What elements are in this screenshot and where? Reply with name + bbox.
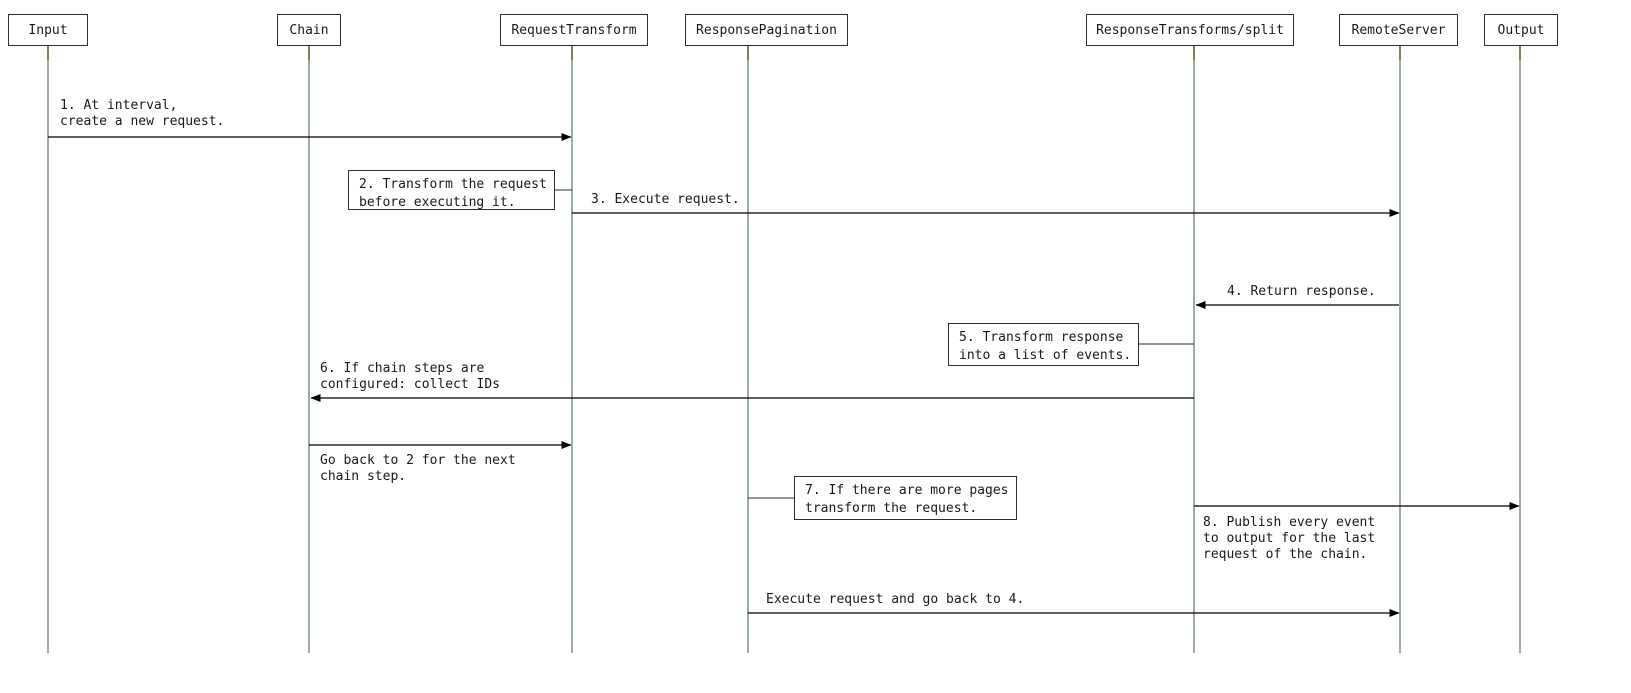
message-label-m4: 4. Return response. (1227, 284, 1376, 299)
message-label-m_bottom: Execute request and go back to 4. (766, 592, 1025, 607)
message-label-m6: 6. If chain steps are configured: collec… (320, 361, 501, 392)
participant-remote[interactable]: RemoteServer (1339, 14, 1458, 46)
participant-label: Output (1497, 22, 1545, 38)
message-label-m_goback: Go back to 2 for the next chain step. (320, 453, 516, 484)
note-connectors-group (555, 189, 1194, 499)
participant-reqxform[interactable]: RequestTransform (500, 14, 648, 46)
participant-label: RemoteServer (1351, 22, 1446, 38)
participant-label: ResponseTransforms/split (1096, 22, 1284, 38)
participant-label: Chain (289, 22, 329, 38)
participant-label: Input (28, 22, 68, 38)
participant-label: RequestTransform (511, 22, 637, 38)
participant-label: ResponsePagination (696, 22, 837, 38)
lifelines-group (47, 46, 1521, 653)
participant-input[interactable]: Input (8, 14, 88, 46)
message-label-m1: 1. At interval, create a new request. (60, 98, 225, 129)
message-arrows-group (48, 133, 1520, 617)
note-n7[interactable]: 7. If there are more pages transform the… (794, 476, 1017, 520)
message-label-m8: 8. Publish every event to output for the… (1203, 515, 1376, 562)
note-n5[interactable]: 5. Transform response into a list of eve… (948, 323, 1139, 366)
note-n2[interactable]: 2. Transform the request before executin… (348, 170, 555, 210)
participant-chain[interactable]: Chain (277, 14, 341, 46)
message-label-m3: 3. Execute request. (591, 192, 740, 207)
participant-respXform[interactable]: ResponseTransforms/split (1086, 14, 1294, 46)
participant-respPage[interactable]: ResponsePagination (685, 14, 848, 46)
participant-output[interactable]: Output (1484, 14, 1558, 46)
